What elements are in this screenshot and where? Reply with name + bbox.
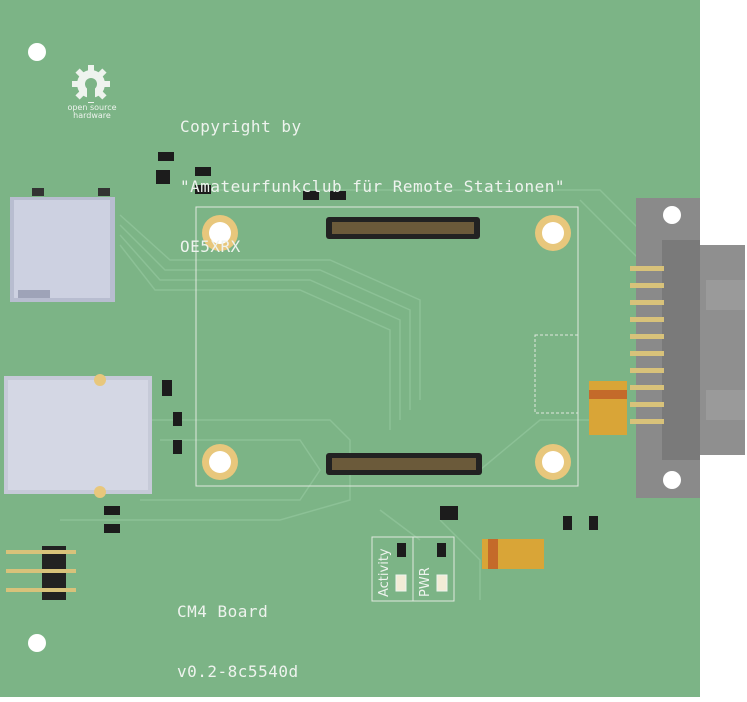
led-label-power: PWR <box>418 567 433 597</box>
copyright-line1: Copyright by <box>180 117 302 136</box>
smd-components <box>104 152 598 557</box>
led-label-activity: Activity <box>377 548 392 597</box>
cm4-connector-top <box>326 217 480 239</box>
cm4-module-outline <box>195 206 579 487</box>
connector-block-left <box>4 374 152 498</box>
idc-connector-right <box>630 198 745 498</box>
microsd-slot <box>10 188 115 302</box>
led-components <box>395 574 448 592</box>
tantalum-capacitor-right <box>589 381 627 435</box>
board-label: CM4 Board v0.2-8c5540d <box>177 562 299 702</box>
traces <box>60 189 641 600</box>
oshw-logo-icon <box>72 65 110 103</box>
oshw-line1: open source <box>67 103 117 112</box>
board-version: v0.2-8c5540d <box>177 662 299 681</box>
tantalum-capacitor-bottom <box>482 539 544 569</box>
mounting-holes <box>28 43 571 652</box>
copyright-callsign: OE5XRX <box>180 237 241 256</box>
board-name: CM4 Board <box>177 602 269 621</box>
pin-header <box>6 546 76 600</box>
copyright-text: Copyright by "Amateurfunkclub für Remote… <box>180 77 565 277</box>
copyright-line2: "Amateurfunkclub für Remote Stationen" <box>180 177 566 196</box>
cm4-connector-bottom <box>326 453 482 475</box>
keepout-outline <box>534 334 579 414</box>
oshw-line2: hardware <box>73 111 111 120</box>
oshw-logo-text: open source hardware <box>62 104 122 120</box>
